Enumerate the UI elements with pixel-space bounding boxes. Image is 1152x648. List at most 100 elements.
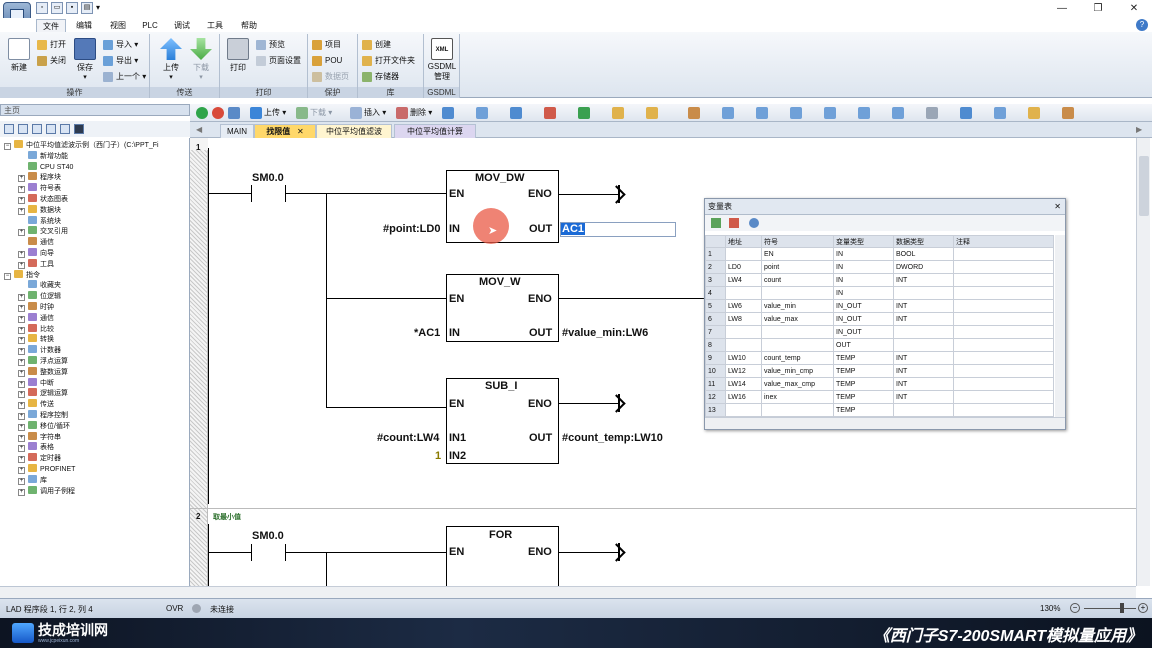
table-cell[interactable]: INT <box>893 364 954 378</box>
goto-icon[interactable] <box>476 107 488 119</box>
tree-item[interactable]: −指令 <box>4 269 40 281</box>
collapse-icon[interactable]: − <box>4 272 11 280</box>
tree-item[interactable]: +比较 <box>18 323 54 335</box>
monitor-icon[interactable] <box>74 124 84 134</box>
table-cell[interactable] <box>953 325 1054 339</box>
clear-icon[interactable] <box>544 107 556 119</box>
unlock-icon[interactable] <box>646 107 658 119</box>
table-cell[interactable]: inex <box>761 390 834 404</box>
tab-debug[interactable]: 调试 <box>174 21 190 30</box>
table-cell[interactable] <box>953 286 1054 300</box>
expand-icon[interactable]: + <box>18 488 25 496</box>
table-cell[interactable]: EN <box>761 247 834 261</box>
export-button[interactable]: 导出 ▾ <box>103 55 138 67</box>
table-icon[interactable] <box>32 124 42 134</box>
expand-icon[interactable]: + <box>18 251 25 258</box>
stop-icon[interactable] <box>212 107 224 119</box>
table-cell[interactable]: LW14 <box>725 377 762 391</box>
tree-item[interactable]: +逻辑运算 <box>18 388 68 399</box>
tree-item[interactable]: +库 <box>18 474 47 486</box>
operand-output[interactable]: #count_temp:LW10 <box>562 432 663 444</box>
import-button[interactable]: 导入 ▾ <box>103 39 138 51</box>
tree-item[interactable]: 系统块 <box>18 215 61 227</box>
tree-item[interactable]: +程序控制 <box>18 410 68 421</box>
expand-icon[interactable]: + <box>18 369 25 377</box>
protect-datapage-button[interactable]: 数据页 <box>312 71 349 83</box>
delete-row-icon[interactable] <box>729 218 739 228</box>
tree-item[interactable]: −中位平均值滤波示例（西门子）(C:\PPT_Fi <box>4 140 159 151</box>
help-icon[interactable]: ? <box>1136 19 1148 31</box>
run-icon[interactable] <box>196 107 208 119</box>
previous-button[interactable]: 上一个 ▾ <box>103 71 146 83</box>
table-cell[interactable] <box>953 390 1054 404</box>
table-cell[interactable]: LW4 <box>725 273 762 287</box>
table-cell[interactable]: count_temp <box>761 351 834 365</box>
coil-icon[interactable] <box>892 107 904 119</box>
view-icon[interactable] <box>4 124 14 134</box>
upload-button[interactable]: 上传 ▾ <box>156 38 186 81</box>
expand-icon[interactable]: + <box>18 207 25 215</box>
column-header[interactable]: 变量类型 <box>833 235 894 248</box>
table-cell[interactable]: OUT <box>833 338 894 352</box>
close-icon[interactable]: ✕ <box>1054 202 1061 211</box>
expand-icon[interactable]: + <box>18 402 25 410</box>
expand-icon[interactable]: + <box>18 467 25 474</box>
tree-item[interactable]: 通信 <box>18 237 54 248</box>
symbol-icon[interactable] <box>960 107 972 119</box>
column-header[interactable]: 注释 <box>953 235 1054 248</box>
document-icon[interactable] <box>46 124 56 134</box>
tab-median-filter[interactable]: 中位平均值滤波 <box>316 124 392 138</box>
operand-input[interactable]: #count:LW4 <box>377 432 440 444</box>
expand-icon[interactable]: + <box>18 413 25 420</box>
minimize-button[interactable]: — <box>1057 3 1067 14</box>
table-cell[interactable] <box>953 351 1054 365</box>
tree-item[interactable]: +转换 <box>18 334 54 345</box>
expand-icon[interactable]: + <box>18 326 25 334</box>
table-cell[interactable]: TEMP <box>833 364 894 378</box>
mov-w-block[interactable]: MOV_W EN ENO IN OUT <box>446 274 559 342</box>
expand-icon[interactable]: + <box>18 434 25 442</box>
table-cell[interactable]: TEMP <box>833 351 894 365</box>
wire-right-icon[interactable] <box>824 107 836 119</box>
gsdml-manage-button[interactable]: XML GSDML管理 <box>427 38 457 82</box>
download-button[interactable]: 下载 ▾ <box>186 38 216 81</box>
table-cell[interactable]: IN_OUT <box>833 312 894 326</box>
table-cell[interactable] <box>953 260 1054 274</box>
compile-icon[interactable] <box>228 107 240 119</box>
column-header[interactable] <box>705 235 726 248</box>
operand-edit-field[interactable]: AC1 <box>560 222 676 237</box>
operand-output[interactable]: #value_min:LW6 <box>562 327 649 339</box>
expand-icon[interactable]: + <box>18 348 25 356</box>
close-button[interactable]: ✕ <box>1129 3 1139 14</box>
table-cell[interactable]: INT <box>893 377 954 391</box>
table-cell[interactable]: INT <box>893 390 954 404</box>
expand-icon[interactable]: + <box>18 359 25 366</box>
table-cell[interactable]: IN <box>833 247 894 261</box>
lock-icon[interactable] <box>612 107 624 119</box>
tree-item[interactable]: +计数器 <box>18 345 61 356</box>
expand-icon[interactable]: + <box>18 423 25 431</box>
tree-item[interactable]: +通信 <box>18 312 54 324</box>
tree-item[interactable]: +浮点运算 <box>18 356 68 367</box>
table-cell[interactable]: LW12 <box>725 364 762 378</box>
open-folder-icon[interactable]: ▭ <box>51 2 63 14</box>
expand-icon[interactable]: + <box>18 186 25 194</box>
table-cell[interactable]: LW8 <box>725 312 762 326</box>
operand-input[interactable]: *AC1 <box>414 327 441 339</box>
print-button[interactable]: 打印 <box>223 38 253 73</box>
tree-item[interactable]: +整数运算 <box>18 366 68 378</box>
protect-pou-button[interactable]: POU <box>312 55 342 67</box>
column-header[interactable]: 地址 <box>725 235 762 248</box>
new-button[interactable]: 新建 <box>4 38 34 73</box>
tab-tools[interactable]: 工具 <box>207 21 223 30</box>
table-cell[interactable]: value_min_cmp <box>761 364 834 378</box>
table-cell[interactable]: LW10 <box>725 351 762 365</box>
scrollbar-thumb[interactable] <box>1139 156 1149 216</box>
tab-help[interactable]: 帮助 <box>241 21 257 30</box>
column-header[interactable]: 数据类型 <box>893 235 954 248</box>
tree-item[interactable]: +传送 <box>18 399 54 410</box>
open-button[interactable]: 打开 <box>37 39 66 51</box>
